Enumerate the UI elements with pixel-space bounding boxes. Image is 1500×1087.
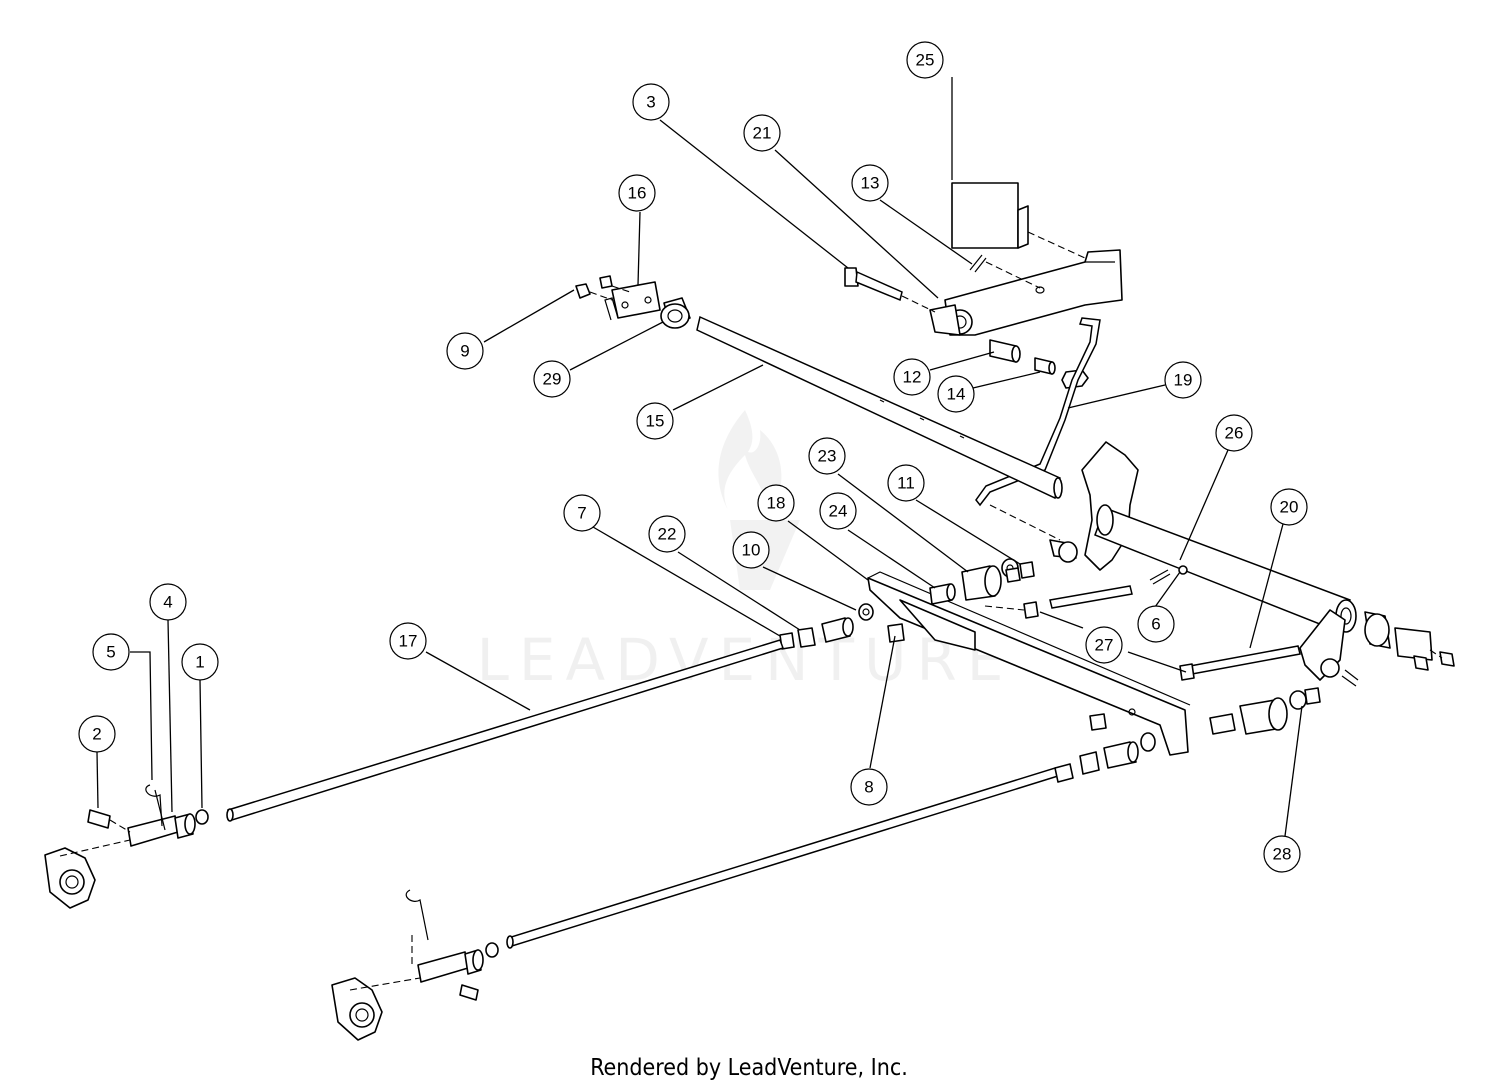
callout-5[interactable]: 5	[92, 633, 130, 671]
callout-16[interactable]: 16	[618, 174, 656, 212]
svg-text:17: 17	[399, 632, 418, 651]
callout-25[interactable]: 25	[906, 41, 944, 79]
svg-text:28: 28	[1273, 845, 1292, 864]
callout-12[interactable]: 12	[893, 358, 931, 396]
callout-26[interactable]: 26	[1215, 414, 1253, 452]
callout-4[interactable]: 4	[149, 583, 187, 621]
svg-text:13: 13	[861, 174, 880, 193]
svg-text:16: 16	[628, 184, 647, 203]
callout-27[interactable]: 27	[1085, 626, 1123, 664]
callout-18[interactable]: 18	[757, 484, 795, 522]
long-rod-lower	[506, 687, 1321, 949]
svg-text:22: 22	[658, 525, 677, 544]
callout-1[interactable]: 1	[181, 643, 219, 681]
callout-21[interactable]: 21	[743, 114, 781, 152]
callout-17[interactable]: 17	[389, 622, 427, 660]
callout-23[interactable]: 23	[808, 437, 846, 475]
svg-text:12: 12	[903, 368, 922, 387]
clevis-lower	[331, 889, 499, 1041]
svg-text:20: 20	[1280, 498, 1299, 517]
left-bracket-group	[575, 275, 691, 329]
callout-24[interactable]: 24	[819, 492, 857, 530]
svg-text:3: 3	[646, 93, 655, 112]
svg-text:4: 4	[163, 593, 172, 612]
cross-shaft	[696, 315, 1063, 500]
svg-text:18: 18	[767, 494, 786, 513]
svg-text:10: 10	[742, 541, 761, 560]
callout-13[interactable]: 13	[851, 164, 889, 202]
svg-text:5: 5	[106, 643, 115, 662]
pedal-spacer-and-link	[975, 317, 1101, 541]
svg-text:15: 15	[646, 412, 665, 431]
footer-credit: Rendered by LeadVenture, Inc.	[590, 1055, 908, 1081]
svg-text:14: 14	[947, 385, 966, 404]
svg-text:27: 27	[1095, 636, 1114, 655]
long-rod-upper	[226, 639, 784, 822]
leader-lines	[96, 77, 1303, 837]
pedal-arm	[929, 249, 1123, 336]
callout-3[interactable]: 3	[632, 83, 670, 121]
svg-text:7: 7	[577, 504, 586, 523]
misc-nuts	[1005, 567, 1021, 583]
svg-text:6: 6	[1151, 615, 1160, 634]
callout-15[interactable]: 15	[636, 402, 674, 440]
svg-text:25: 25	[916, 51, 935, 70]
clevis-upper	[44, 784, 209, 909]
pedal-pad	[951, 182, 1086, 259]
left-spacer-group	[779, 603, 905, 650]
callout-20[interactable]: 20	[1270, 488, 1308, 526]
lift-bar	[867, 571, 1191, 756]
svg-text:29: 29	[543, 370, 562, 389]
callouts: 25 3 21 13 16 9 29 15 12 14 19 26 23 11 …	[78, 41, 1308, 873]
callout-2[interactable]: 2	[78, 715, 116, 753]
svg-text:21: 21	[753, 124, 772, 143]
svg-text:23: 23	[818, 447, 837, 466]
svg-text:19: 19	[1174, 371, 1193, 390]
callout-19[interactable]: 19	[1164, 361, 1202, 399]
center-rod-and-nut	[984, 585, 1133, 619]
pedal-bolt	[844, 267, 936, 313]
svg-text:24: 24	[829, 502, 848, 521]
callout-7[interactable]: 7	[563, 494, 601, 532]
right-link-rod	[1179, 609, 1359, 687]
svg-text:2: 2	[92, 725, 101, 744]
callout-6[interactable]: 6	[1137, 605, 1175, 643]
callout-14[interactable]: 14	[937, 375, 975, 413]
callout-28[interactable]: 28	[1263, 835, 1301, 873]
svg-text:9: 9	[460, 342, 469, 361]
callout-9[interactable]: 9	[446, 332, 484, 370]
svg-text:1: 1	[195, 653, 204, 672]
right-pivot-tube	[1049, 441, 1455, 671]
upper-spacer-group	[929, 558, 1035, 605]
callout-11[interactable]: 11	[887, 464, 925, 502]
cotter-pin-small	[969, 254, 1041, 289]
callout-10[interactable]: 10	[732, 531, 770, 569]
callout-29[interactable]: 29	[533, 360, 571, 398]
svg-text:8: 8	[864, 778, 873, 797]
callout-22[interactable]: 22	[648, 515, 686, 553]
callout-8[interactable]: 8	[850, 768, 888, 806]
svg-text:11: 11	[897, 474, 915, 493]
parts-drawing	[44, 182, 1455, 1041]
svg-text:26: 26	[1225, 424, 1244, 443]
